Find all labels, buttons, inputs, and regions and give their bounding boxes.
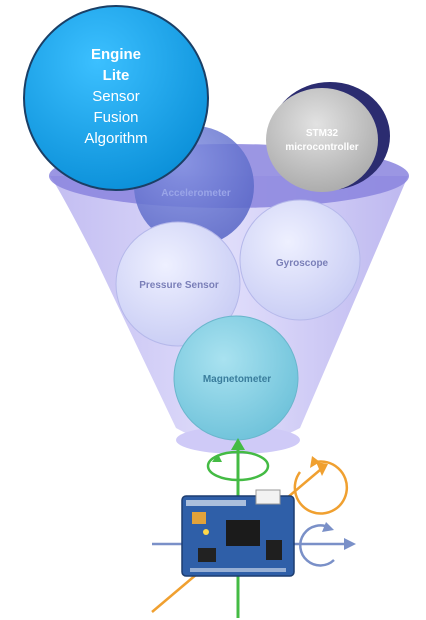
accelerometer-label: Accelerometer <box>161 188 231 199</box>
mcu-label-line2: microcontroller <box>285 142 358 153</box>
engine-label-line3: Sensor <box>92 88 140 105</box>
mcu-bubble <box>266 88 378 192</box>
engine-lite-bubble <box>23 5 209 191</box>
x-rotation-arc <box>293 460 349 515</box>
magnetometer-bubble <box>173 315 299 441</box>
board-chip-main <box>226 520 260 546</box>
y-rotation-arrowhead <box>322 522 334 532</box>
engine-label-line5: Algorithm <box>84 130 148 147</box>
engine-label-line2: Lite <box>102 67 130 84</box>
engine-label-line1: Engine <box>90 46 141 63</box>
board-chip-small <box>198 548 216 562</box>
pressure-sensor-label: Pressure Sensor <box>139 280 219 291</box>
board-connector <box>255 489 281 505</box>
board-led <box>203 529 209 535</box>
engine-label-line4: Fusion <box>93 109 139 126</box>
board-pins-top <box>186 500 246 506</box>
board-pins-bottom <box>190 568 286 572</box>
y-rotation-arc <box>299 524 335 567</box>
z-rotation-arrowhead <box>212 454 222 462</box>
gyroscope-label: Gyroscope <box>276 258 329 269</box>
pressure-sensor-bubble <box>115 221 241 347</box>
mcu-label-line1: STM32 <box>306 128 339 139</box>
board-chip-right <box>266 540 282 560</box>
magnetometer-label: Magnetometer <box>203 374 271 385</box>
engine-lite-label: Engine Lite Sensor Fusion Algorithm <box>36 44 196 149</box>
y-axis-arrowhead <box>344 538 356 550</box>
gyroscope-bubble <box>239 199 361 321</box>
z-axis-arrowhead <box>231 438 245 450</box>
z-rotation-arc <box>206 450 270 482</box>
sensor-board <box>181 489 295 577</box>
board-button <box>192 512 206 524</box>
x-axis-arrowhead <box>316 462 328 476</box>
x-rotation-arrowhead <box>310 456 320 468</box>
